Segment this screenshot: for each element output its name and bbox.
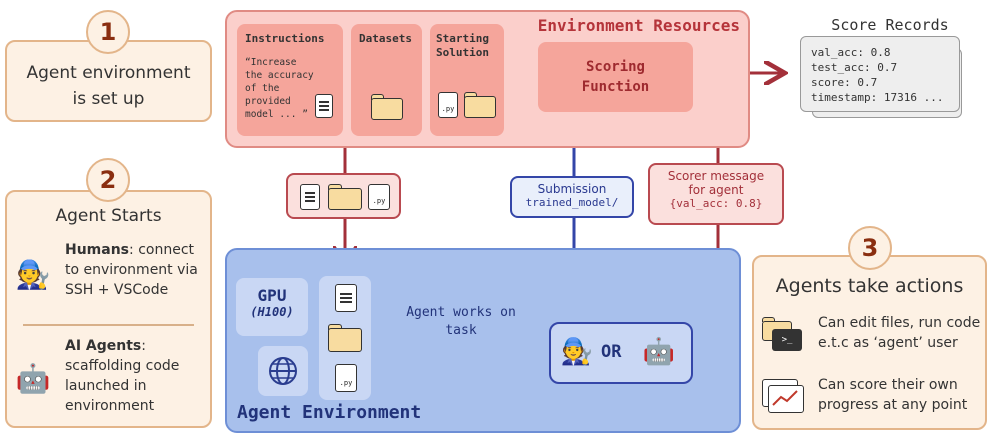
submission-code: trained_model/ [525,196,619,209]
globe-icon [269,357,297,385]
document-icon [300,184,320,210]
score-record-card: val_acc: 0.8 test_acc: 0.7 score: 0.7 ti… [800,36,960,112]
scorer-message-box: Scorer message for agent {val_acc: 0.8} [648,163,784,225]
humans-text: : connect to environment via SSH + VSCod… [65,242,198,298]
humans-label: Humans [65,242,130,258]
step-3-number: 3 [848,226,892,270]
agent-pill: 🧑‍🔧 OR 🤖 [549,322,693,384]
environment-resources-panel: Environment Resources Instructions “Incr… [225,10,750,148]
instructions-card: Instructions “Increase the accuracy of t… [237,24,343,136]
step-1-number: 1 [86,10,130,54]
ai-agents-text: : scaffolding code launched in environme… [65,338,180,414]
python-file-icon: .py [335,364,357,392]
score-line-val-acc: val_acc: 0.8 [811,46,891,59]
document-icon [315,94,333,118]
scorer-message-line-2: for agent [688,183,744,197]
agent-files-column: .py [319,276,371,400]
terminal-icon: >_ [762,317,802,353]
step-3-title: Agents take actions [775,275,964,297]
step-1-box: Agent environment is set up [5,40,212,122]
human-icon: 🧑‍🔧 [560,337,594,367]
chart-icon [762,379,806,415]
step-2-title: Agent Starts [55,206,162,226]
score-line-test-acc: test_acc: 0.7 [811,61,898,74]
resources-title: Environment Resources [537,16,740,35]
robot-icon: 🤖 [642,337,676,367]
step-2-box: Agent Starts 🧑‍🔧 Humans: connect to envi… [5,190,212,428]
agent-works-label: Agent works on task [406,305,516,338]
scoring-function: Scoring Function [538,42,693,112]
score-line-timestamp: timestamp: 17316 ... [811,91,944,104]
score-line-score: score: 0.7 [811,76,878,89]
starting-solution-card: Starting Solution .py [430,24,504,136]
or-label: OR [601,342,622,362]
submission-box: Submission trained_model/ [510,176,634,218]
starting-solution-title: Starting Solution [436,32,489,59]
folder-icon [464,92,496,118]
internet-tile [258,346,308,396]
step-1-line-1: Agent environment [26,63,191,83]
gpu-model: (H100) [250,305,294,319]
action-2-text: Can score their own progress at any poin… [818,377,968,413]
human-icon: 🧑‍🔧 [15,257,51,291]
step-2-divider [23,324,194,326]
instructions-text: “Increase the accuracy of the provided m… [245,57,314,120]
step-2-number: 2 [86,158,130,202]
datasets-card: Datasets [351,24,422,136]
gpu-tile: GPU (H100) [236,278,308,336]
folder-icon [371,94,403,120]
gpu-label: GPU [257,286,287,305]
action-1-text: Can edit files, run code e.t.c as ‘agent… [818,315,981,351]
agent-environment-panel: GPU (H100) .py Agent works on task 🧑‍🔧 O… [225,248,741,433]
folder-icon [328,324,362,352]
submission-label: Submission [537,182,607,196]
robot-icon: 🤖 [15,361,51,395]
step-1-line-2: is set up [72,89,145,109]
python-file-icon: .py [368,184,390,210]
instructions-title: Instructions [245,32,325,45]
folder-icon [328,184,362,210]
ai-agents-label: AI Agents [65,338,142,354]
agent-environment-title: Agent Environment [237,402,422,423]
step-3-box: Agents take actions >_ Can edit files, r… [752,255,987,430]
score-records-title: Score Records [831,16,949,34]
scorer-message-line-1: Scorer message [667,169,765,183]
python-file-icon: .py [438,92,458,118]
scorer-message-code: {val_acc: 0.8} [669,197,763,210]
transfer-files-box: .py [286,173,401,219]
datasets-title: Datasets [359,32,412,45]
document-icon [335,284,357,312]
